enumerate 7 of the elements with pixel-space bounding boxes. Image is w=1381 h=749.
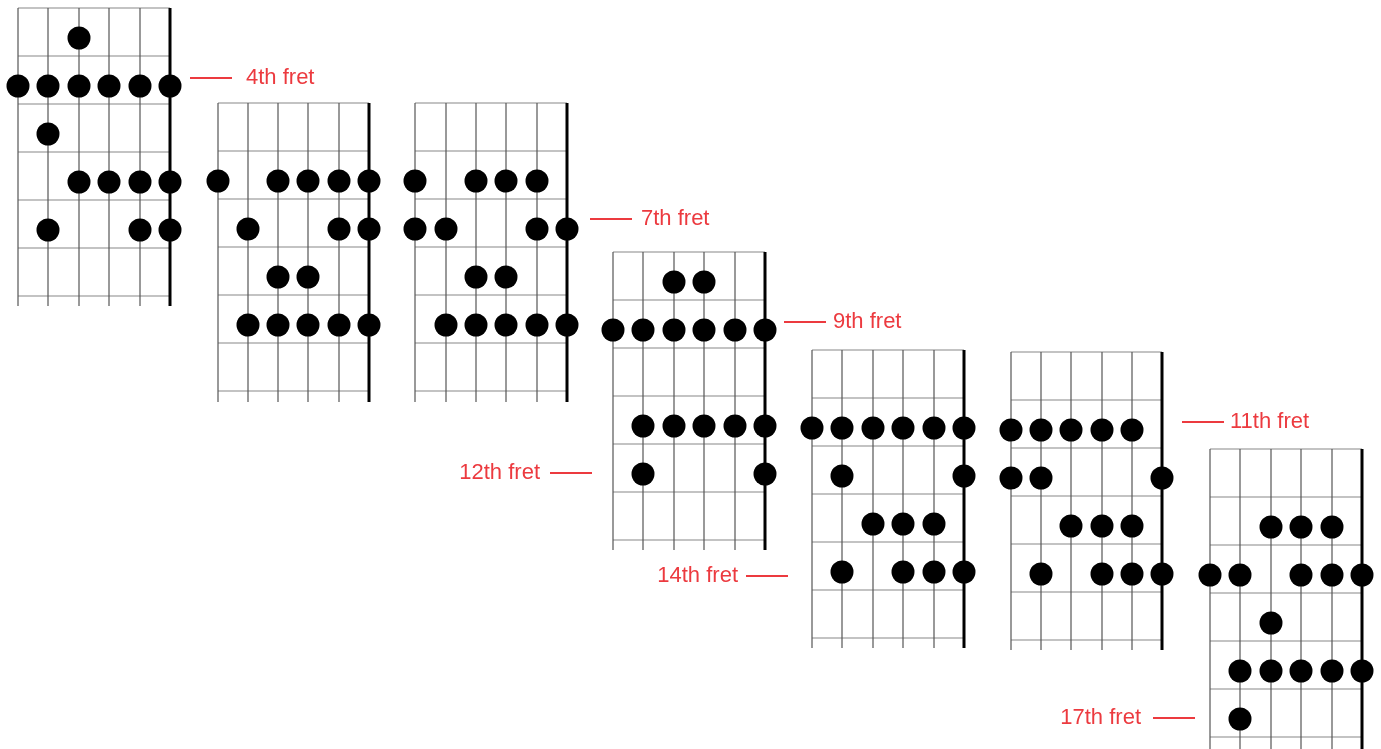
fret-label: 17th fret bbox=[1060, 704, 1141, 730]
fret-label: 4th fret bbox=[246, 64, 315, 90]
fret-label: 12th fret bbox=[459, 459, 540, 485]
fret-label: 9th fret bbox=[833, 308, 902, 334]
fret-label: 11th fret bbox=[1230, 408, 1310, 434]
fret-label: 7th fret bbox=[641, 205, 710, 231]
fret-label: 14th fret bbox=[657, 562, 738, 588]
